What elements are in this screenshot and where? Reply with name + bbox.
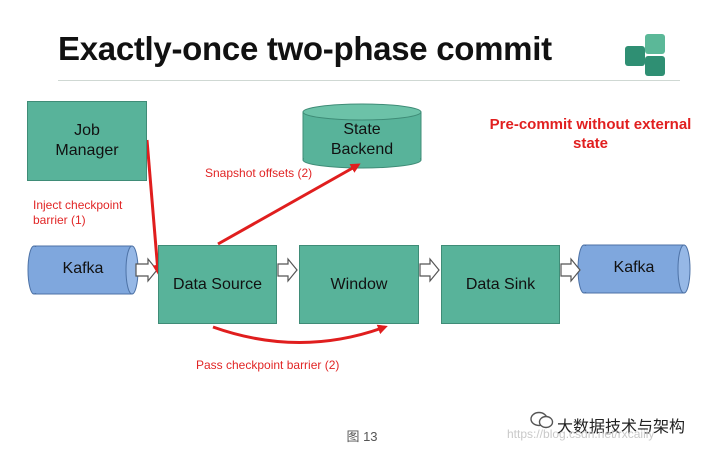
watermark-text: 大数据技术与架构 — [557, 417, 686, 436]
flow-arrow-window-to-sink — [419, 257, 440, 283]
state-backend-line1: State — [343, 121, 381, 138]
state-backend-line2: Backend — [330, 141, 394, 158]
logo-icon — [623, 32, 667, 76]
snapshot-offsets-note: Snapshot offsets (2) — [205, 166, 313, 180]
slide-title: Exactly-once two-phase commit — [58, 30, 552, 67]
kafka-output-label: Kafka — [613, 259, 655, 276]
data-source-box: Data Source — [158, 245, 277, 324]
state-backend-cylinder — [302, 103, 422, 169]
snapshot-arrow — [217, 163, 361, 246]
job-manager-label: Job Manager — [55, 122, 119, 159]
figure-caption: 图 13 — [346, 429, 378, 444]
flow-arrows — [135, 257, 581, 283]
kafka-input-label: Kafka — [62, 260, 104, 277]
inject-barrier-arrow — [145, 139, 163, 275]
kafka-input-cylinder — [27, 245, 139, 295]
title-divider — [58, 80, 680, 81]
window-label: Window — [330, 275, 388, 293]
data-sink-label: Data Sink — [465, 275, 536, 293]
data-source-label: Data Source — [173, 275, 262, 293]
precommit-note: Pre-commit without external state — [489, 116, 692, 152]
flow-arrow-sink-to-kafka — [560, 257, 581, 283]
inject-checkpoint-note: Inject checkpoint barrier (1) — [33, 198, 123, 227]
pass-barrier-arrow — [212, 324, 388, 344]
window-box: Window — [299, 245, 419, 324]
kafka-output-cylinder — [577, 244, 691, 294]
job-manager-box: Job Manager — [27, 101, 147, 181]
wechat-icon — [530, 411, 554, 429]
flow-arrow-kafka-to-source — [135, 257, 158, 283]
data-sink-box: Data Sink — [441, 245, 560, 324]
pass-checkpoint-note: Pass checkpoint barrier (2) — [196, 358, 340, 372]
state-backend-label: State Backend — [303, 120, 421, 160]
watermark-url: https://blog.csdn.net/rxcaiiiy — [507, 427, 655, 441]
flow-arrow-source-to-window — [277, 257, 298, 283]
